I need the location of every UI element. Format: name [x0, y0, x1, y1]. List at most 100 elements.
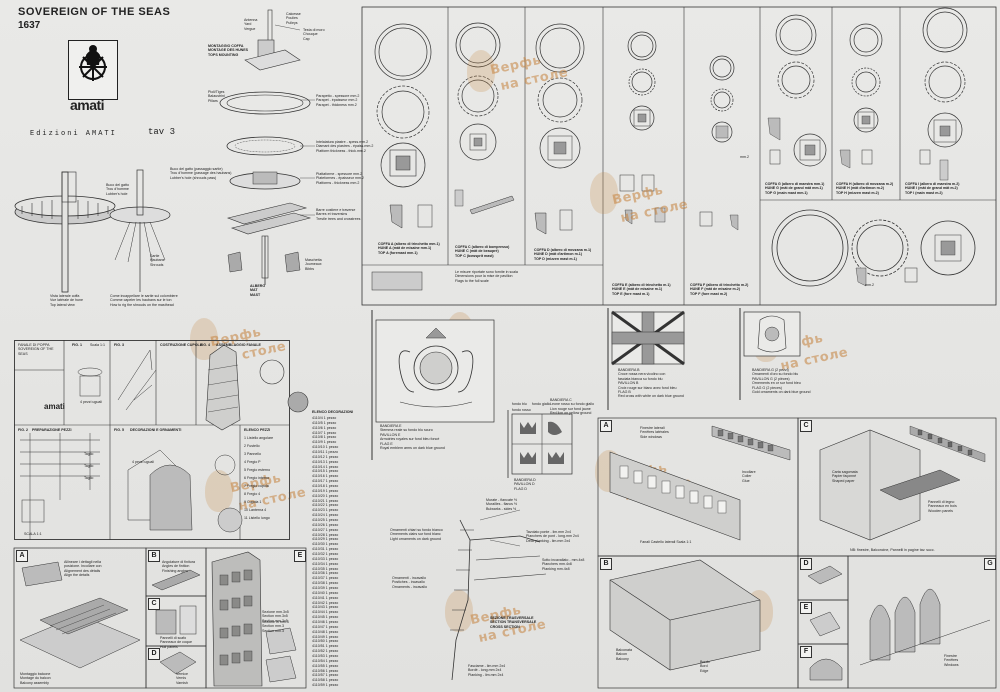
fanali-caption: Fanali Castello laterali Scala 1:1	[640, 540, 692, 544]
scala-label: Scala 1:1	[90, 343, 105, 347]
taglio-label: Taglio	[84, 452, 94, 456]
elenco-item: 4 Fregio P	[244, 460, 261, 464]
label-montaggio: MONTAGGIO COFFA MONTAGE DES HUNES TOPS M…	[208, 44, 249, 57]
elenco-item: 6 Fregio interno	[244, 476, 270, 480]
parts-list-row: 4110/40 1 pezzo	[312, 590, 339, 595]
coffa-e-caption: COFFA E (albero di trinchetto m.1)HUNE E…	[612, 283, 671, 296]
elenco-item: 9 Cupola 1	[244, 500, 262, 504]
label-albero: ALBERO MAT MAST	[250, 284, 266, 297]
lantern-panel	[14, 340, 290, 540]
label-piattaforme: Piattaforme - spessore mm.2 Plateformes …	[316, 172, 364, 185]
elenco-item: 8 Fregio 4	[244, 492, 261, 496]
parts-list-row: 4110/49 1 pezzo	[312, 634, 339, 639]
br-panel-a-letter: A	[600, 420, 612, 432]
parts-list-row: 4110/46 1 pezzo	[312, 620, 339, 624]
coffa-mm2-label: mm.2	[865, 283, 874, 287]
elenco-item: 3 Pannello	[244, 452, 261, 456]
brand-name: amati	[70, 97, 105, 113]
parts-list-row: 4110/5 1 pezzo	[312, 420, 337, 425]
watermark-icon	[590, 172, 618, 214]
br-c-text: Carta sagomata Papier façonné Shaped pap…	[832, 470, 858, 483]
label-cinte: Ornamenti - incavallo Postiches - incava…	[392, 576, 427, 589]
watermark-icon	[205, 470, 233, 512]
br-b-text-2: Bordo Bord Edge	[700, 660, 710, 673]
parts-list-row: 4110/18 1 pezzo	[312, 484, 339, 488]
br-panel-d-letter: D	[800, 558, 812, 570]
nota-caption: NB: finestre, Balconcine, Pannelli in pa…	[850, 548, 935, 552]
parts-list-row: 4110/20 1 pezzo	[312, 493, 339, 498]
parts-list-row: 4110/25 1 pezzo	[312, 518, 339, 522]
parts-list-row: 4110/27 1 pezzo	[312, 527, 339, 532]
br-panel-b-letter: B	[600, 558, 612, 570]
br-c-text-2: Pannelli di legno Panneaux en bois Woode…	[928, 500, 957, 513]
br-panel-c-letter: C	[800, 420, 812, 432]
lantern-title: FANALE DI POPPA SOVEREIGN OF THE SEAS	[18, 343, 54, 356]
panel-c-letter: C	[148, 598, 160, 610]
label-sartie: Sartie Haubans Shrouds	[150, 254, 165, 267]
coffa-d-caption: COFFA D (albero di mezzana m.1)HUNE D (m…	[534, 248, 592, 261]
label-tavola-ponte: Tavolato ponte - lim.mm 2x4 Planchers de…	[526, 530, 579, 543]
parts-list-row: 4110/7 1 pezzo	[312, 430, 337, 435]
sheet-number: tav 3	[148, 127, 176, 137]
fig3-label: FIG. 3	[114, 343, 124, 347]
parts-list-row: 4110/34 1 pezzo	[312, 561, 339, 566]
taglio-label: Taglio	[84, 464, 94, 468]
elenco-item: 7 Fregio cupola	[244, 484, 269, 488]
preparazione-label: PREPARAZIONE PEZZI	[32, 428, 72, 432]
coffa-g-caption: COFFA G (albero di maestra mm.1)HUNE G (…	[765, 182, 825, 195]
panel-e-text-2: Sezione in mm.3 Section mm.3 Section mm.…	[262, 620, 289, 633]
flag-d-text: BANDIERA D PAVILLON D FLAG D	[514, 478, 536, 491]
br-panel-g-letter: G	[984, 558, 996, 570]
label-fasciame: Fasciame - lim.mm 2x4 Bordé - long.mm 2x…	[468, 664, 506, 677]
parts-list-row: 4110/44 1 pezzo	[312, 610, 339, 615]
sheet-title: SOVEREIGN OF THE SEAS	[18, 6, 171, 18]
parts-list-row: 4110/52 1 pezzo	[312, 649, 339, 654]
parts-list-row: 4110/43 1 pezzo	[312, 605, 339, 610]
parts-list-row: 4110/56 1 pezzo	[312, 668, 339, 673]
parts-list-row: 4110/48 1 pezzo	[312, 629, 339, 634]
parts-list-row: 4110/12 1 pezzo	[312, 454, 339, 459]
panel-e-text: Sezione mm.3x5 Section mm.3x5 Section mm…	[262, 610, 289, 623]
label-murate: Murate - fiancate ½ Murailles - flancs ½…	[486, 498, 517, 511]
parts-list-row: 4110/55 1 pezzo	[312, 663, 339, 668]
label-buco-gatto: Buco del gatto (passaggio sartie) Trou d…	[170, 167, 232, 180]
panel-d-text: Vernice Vernis Varnish	[176, 672, 188, 685]
elenco-item: 1 Listello angolare	[244, 436, 274, 440]
label-sezione: SEZIONE TRASVERSALE SECTION TRANSVERSALE…	[490, 616, 537, 629]
label-testa-moro: Testa di moro Chouque Cap	[303, 28, 325, 41]
parts-list-row: 4110/11 1 pezzo	[312, 450, 339, 454]
parts-list-row: 4110/26 1 pezzo	[312, 522, 339, 527]
label-pioli: Pioli/Tiges Balaustrini Pillars	[208, 90, 225, 103]
br-a-text: Finestre laterali Fenêtres latérales Sid…	[640, 426, 669, 439]
flag-g-text: BANDIERA G (2 pezzi) Ornamenti d'oro su …	[752, 368, 811, 395]
elenco-label: ELENCO PEZZI	[244, 428, 271, 432]
fig2-label: FIG. 2	[18, 428, 28, 432]
sheet-year: 1637	[18, 20, 41, 31]
parts-list-row: 4110/16 1 pezzo	[312, 474, 339, 479]
parts-list-row: 4110/41 1 pezzo	[312, 595, 339, 600]
amati-logo	[68, 40, 118, 100]
parts-list-row: 4110/29 1 pezzo	[312, 537, 339, 542]
fondo-blu-label: fondo blu	[512, 402, 527, 406]
label-buco-gatto-2: Buco del gatto Trou d'homme Lubber's hol…	[106, 183, 129, 196]
fig1-label: FIG. 1	[72, 343, 82, 347]
fondo-giallo-label: fondo giallo	[532, 402, 551, 406]
parts-list-row: 4110/15 1 pezzo	[312, 469, 339, 474]
parts-list-row: 4110/35 1 pezzo	[312, 566, 339, 571]
parts-list-row: 4110/54 1 pezzo	[312, 658, 339, 663]
parts-list-row: 4110/6 1 pezzo	[312, 425, 337, 430]
panel-d-letter: D	[148, 648, 160, 660]
parts-list-row: 4110/22 1 pezzo	[312, 503, 339, 508]
taglio-label: Taglio	[84, 476, 94, 480]
parts-list-row: 4110/45 1 pezzo	[312, 615, 339, 620]
parts-list-row: 4110/58 1 pezzo	[312, 678, 339, 683]
label-calcesse: Calcesse Poulies Pulleys	[286, 12, 301, 25]
parts-list-row: 4110/53 1 pezzo	[312, 654, 339, 658]
label-maschetta: Maschetta Joumeaux Bibbs	[305, 258, 322, 271]
parts-list-row: 4110/51 1 pezzo	[312, 644, 339, 649]
panel-a-text: Allineare i dettagli nella posizione. In…	[64, 560, 102, 578]
